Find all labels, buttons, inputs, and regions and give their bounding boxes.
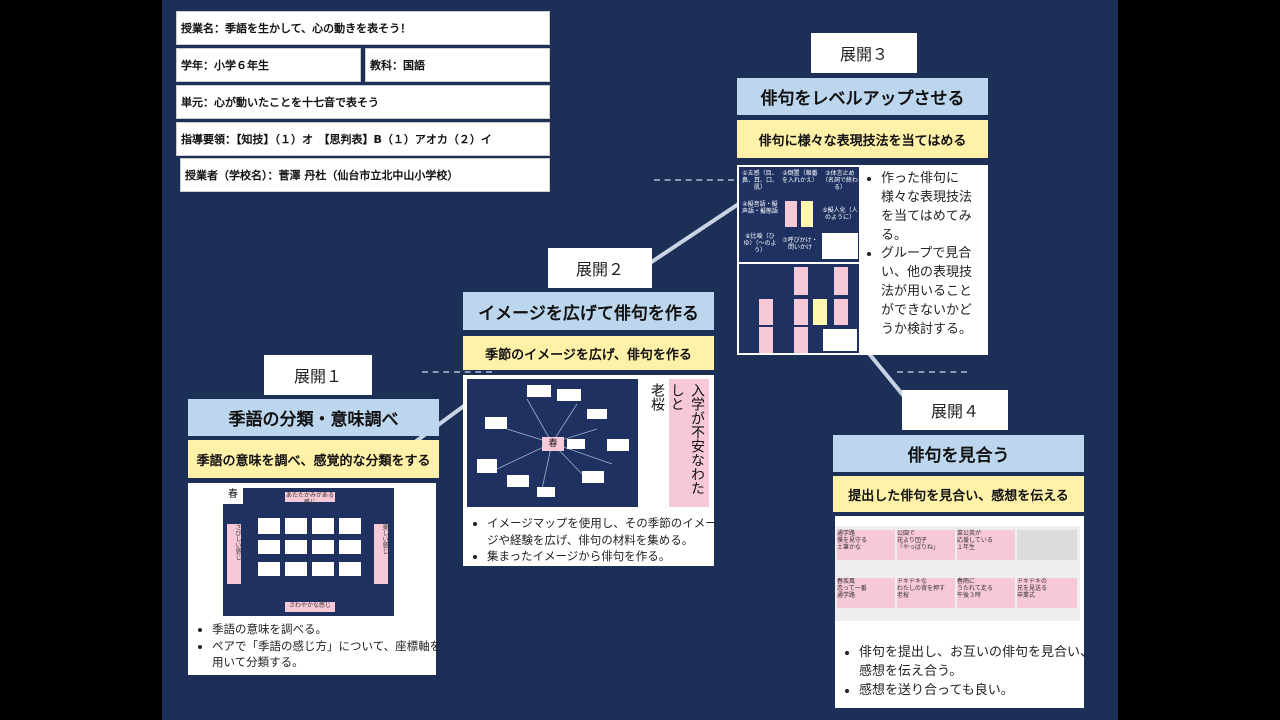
step1-heading: 季語の分類・意味調べ	[188, 399, 439, 436]
step3-heading: 俳句をレベルアップさせる	[737, 78, 988, 115]
step2-haiku-left: 老桜	[649, 383, 665, 411]
step3-cell: ⑦呼びかけ・問いかけ	[782, 237, 818, 252]
step1-axis-top: あたたかみがある感じ	[285, 492, 335, 507]
step1-subheading: 季語の意味を調べ、感覚的な分類をする	[188, 440, 439, 478]
step2-bullet: イメージマップを使用し、その季節のイメージや経験を広げ、俳句の材料を集める。	[487, 515, 725, 548]
step1-classification-chart: 春 あたたかみがある感じ さわやかな感じ さびしい感じ 楽しい感じ	[223, 488, 394, 616]
step3-cell: ⑤擬人化（人のように）	[822, 207, 858, 222]
step3-card: 作った俳句に様々な表現技法を当てはめてみる。 グループで見合い、他の表現技法が用…	[861, 165, 988, 355]
step4-haiku-board: 通学路 僕を見守る 土筆かな 公園で 花より団子 「やっぱりね」 菜公英が 応援…	[835, 526, 1080, 621]
step4-card: 通学路 僕を見守る 土筆かな 公園で 花より団子 「やっぱりね」 菜公英が 応援…	[835, 516, 1093, 708]
step2-bullet: 集まったイメージから俳句を作る。	[487, 548, 725, 565]
step4-haiku: 菜公英が 応援している １年生	[957, 530, 1015, 560]
step4-haiku: 春疾風 恋って一番 通学路	[837, 578, 895, 608]
step4-haiku: 通学路 僕を見守る 土筆かな	[837, 530, 895, 560]
step4-haiku: 公園で 花より団子 「やっぱりね」	[897, 530, 955, 560]
guideline-label: 指導要領：【知技】（１）オ 【思判表】B（１）アオカ（２）イ	[176, 122, 550, 156]
step1-bullet: ペアで「季語の感じ方」について、座標軸を用いて分類する。	[212, 638, 446, 671]
step4-haiku: 春雨に うたれて走る 午後３時	[957, 578, 1015, 608]
step3-cell: ①五感（目、鼻、耳、口、肌）	[742, 170, 779, 192]
step3-bullet: グループで見合い、他の表現技法が用いることができないかどうか検討する。	[881, 245, 984, 339]
step3-subheading: 俳句に様々な表現技法を当てはめる	[737, 120, 988, 158]
step3-bullet: 作った俳句に様々な表現技法を当てはめてみる。	[881, 170, 984, 245]
grade-label: 学年：小学６年生	[176, 48, 361, 82]
dash-line-4	[897, 371, 967, 373]
step3-label: 展開３	[811, 33, 917, 73]
step4-bullet: 俳句を提出し、お互いの俳句を見合い、感想を伝え合う。	[859, 644, 1095, 682]
step1-label: 展開１	[264, 355, 372, 395]
step2-label: 展開２	[548, 248, 652, 288]
teacher-label: 授業者（学校名）：菅澤 丹杜（仙台市立北中山小学校）	[180, 158, 550, 192]
step2-haiku-right: 入学が不安なわたしと	[669, 379, 709, 507]
step1-season-label: 春	[223, 488, 243, 504]
dash-line-2	[422, 371, 492, 373]
subject-label: 教科：国語	[365, 48, 550, 82]
step1-axis-left: さびしい感じ	[227, 524, 241, 584]
dash-line-3	[654, 179, 734, 181]
lesson-title: 授業名：季語を生かして、心の動きを表そう！	[176, 11, 550, 45]
step3-technique-sheet: ①五感（目、鼻、耳、口、肌） ②倒置（順番を入れかえ） ③体言止め（名詞で終わる…	[737, 165, 863, 355]
step4-bullet: 感想を送り合っても良い。	[859, 682, 1095, 701]
step2-subheading: 季節のイメージを広げ、俳句を作る	[463, 336, 714, 370]
step3-cell: ③体言止め（名詞で終わる）	[822, 170, 859, 192]
unit-label: 単元：心が動いたことを十七音で表そう	[176, 85, 550, 119]
step1-bullet: 季語の意味を調べる。	[212, 621, 446, 638]
step4-subheading: 提出した俳句を見合い、感想を伝える	[833, 476, 1084, 512]
step4-heading: 俳句を見合う	[833, 435, 1084, 472]
step1-card: 春 あたたかみがある感じ さわやかな感じ さびしい感じ 楽しい感じ 季語の意味を…	[188, 483, 441, 675]
step3-cell: ②倒置（順番を入れかえ）	[782, 170, 819, 185]
step2-card: 春 入学が不安なわたしと 老桜 イメージマップを使用し、その季節のイメージや経験…	[463, 375, 717, 566]
step2-image-map: 春	[467, 379, 638, 507]
step2-heading: イメージを広げて俳句を作る	[463, 292, 714, 330]
step1-axis-bottom: さわやかな感じ	[285, 602, 335, 612]
step4-haiku: ドキドキな わたしの背を押す 老桜	[897, 578, 955, 608]
step2-center-node: 春	[542, 437, 564, 451]
step4-haiku: ドキドキの 兄を見送る 卒業式	[1017, 578, 1077, 608]
step1-axis-right: 楽しい感じ	[374, 524, 388, 584]
flow-line-2-3	[630, 193, 754, 277]
step3-cell: ④擬音語・擬声語・擬態語	[742, 201, 779, 216]
step4-label: 展開４	[902, 390, 1008, 430]
slide: 授業名：季語を生かして、心の動きを表そう！ 学年：小学６年生 教科：国語 単元：…	[162, 0, 1118, 720]
step3-cell: ⑥比喩（ひゆ）（〜のよう）	[743, 233, 777, 255]
